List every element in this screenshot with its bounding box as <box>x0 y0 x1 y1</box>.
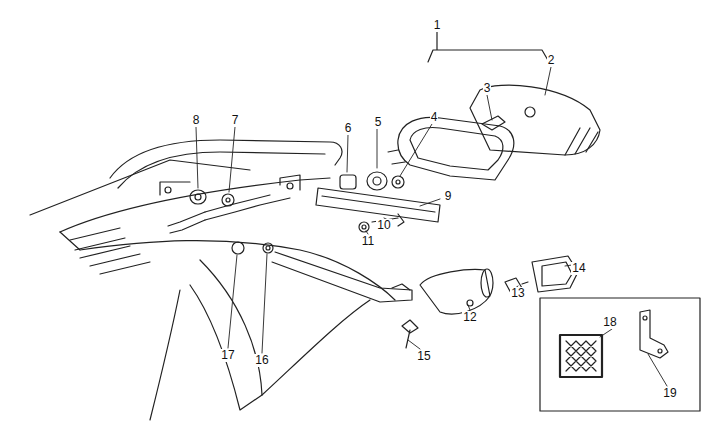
callout-number: 13 <box>510 287 525 300</box>
callout-number: 12 <box>462 311 477 324</box>
callout-number: 14 <box>571 262 586 275</box>
callout-number: 19 <box>662 387 677 400</box>
turn-signal <box>272 252 578 348</box>
rack-tube <box>110 140 342 195</box>
callout-number: 2 <box>547 54 556 67</box>
group-bracket <box>428 32 549 62</box>
callout-number: 7 <box>231 114 240 127</box>
inset <box>540 298 700 411</box>
leader-lines <box>196 67 667 386</box>
callout-number: 9 <box>444 190 453 203</box>
callout-number: 4 <box>430 111 439 124</box>
plate <box>316 188 440 232</box>
callout-number: 10 <box>376 219 391 232</box>
callout-number: 6 <box>344 122 353 135</box>
callout-number: 11 <box>361 235 375 248</box>
spacers <box>340 172 404 190</box>
tail-light <box>388 85 600 180</box>
callout-number: 17 <box>220 349 235 362</box>
callout-number: 1 <box>433 19 442 32</box>
callout-number: 8 <box>192 114 201 127</box>
callout-number: 15 <box>416 350 431 363</box>
callout-number: 18 <box>602 316 617 329</box>
callout-number: 5 <box>374 116 383 129</box>
callout-number: 3 <box>483 82 492 95</box>
callout-number: 16 <box>254 354 269 367</box>
grommets <box>168 190 290 254</box>
